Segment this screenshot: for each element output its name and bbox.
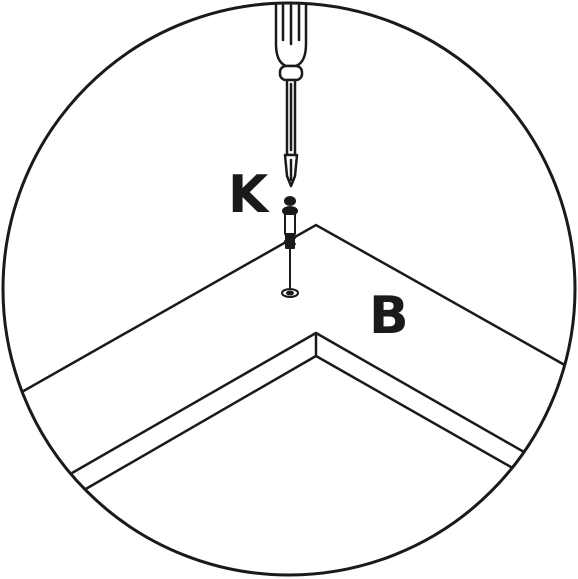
tool-label-k: K xyxy=(228,165,270,225)
panel-label-b: B xyxy=(369,286,409,346)
panel-top-edge xyxy=(19,223,571,395)
panel-front-edge xyxy=(71,331,525,475)
screw-icon xyxy=(281,196,299,298)
screwdriver-icon xyxy=(274,3,308,188)
panel-corner xyxy=(19,223,571,492)
panel-inner-edge xyxy=(83,354,519,492)
